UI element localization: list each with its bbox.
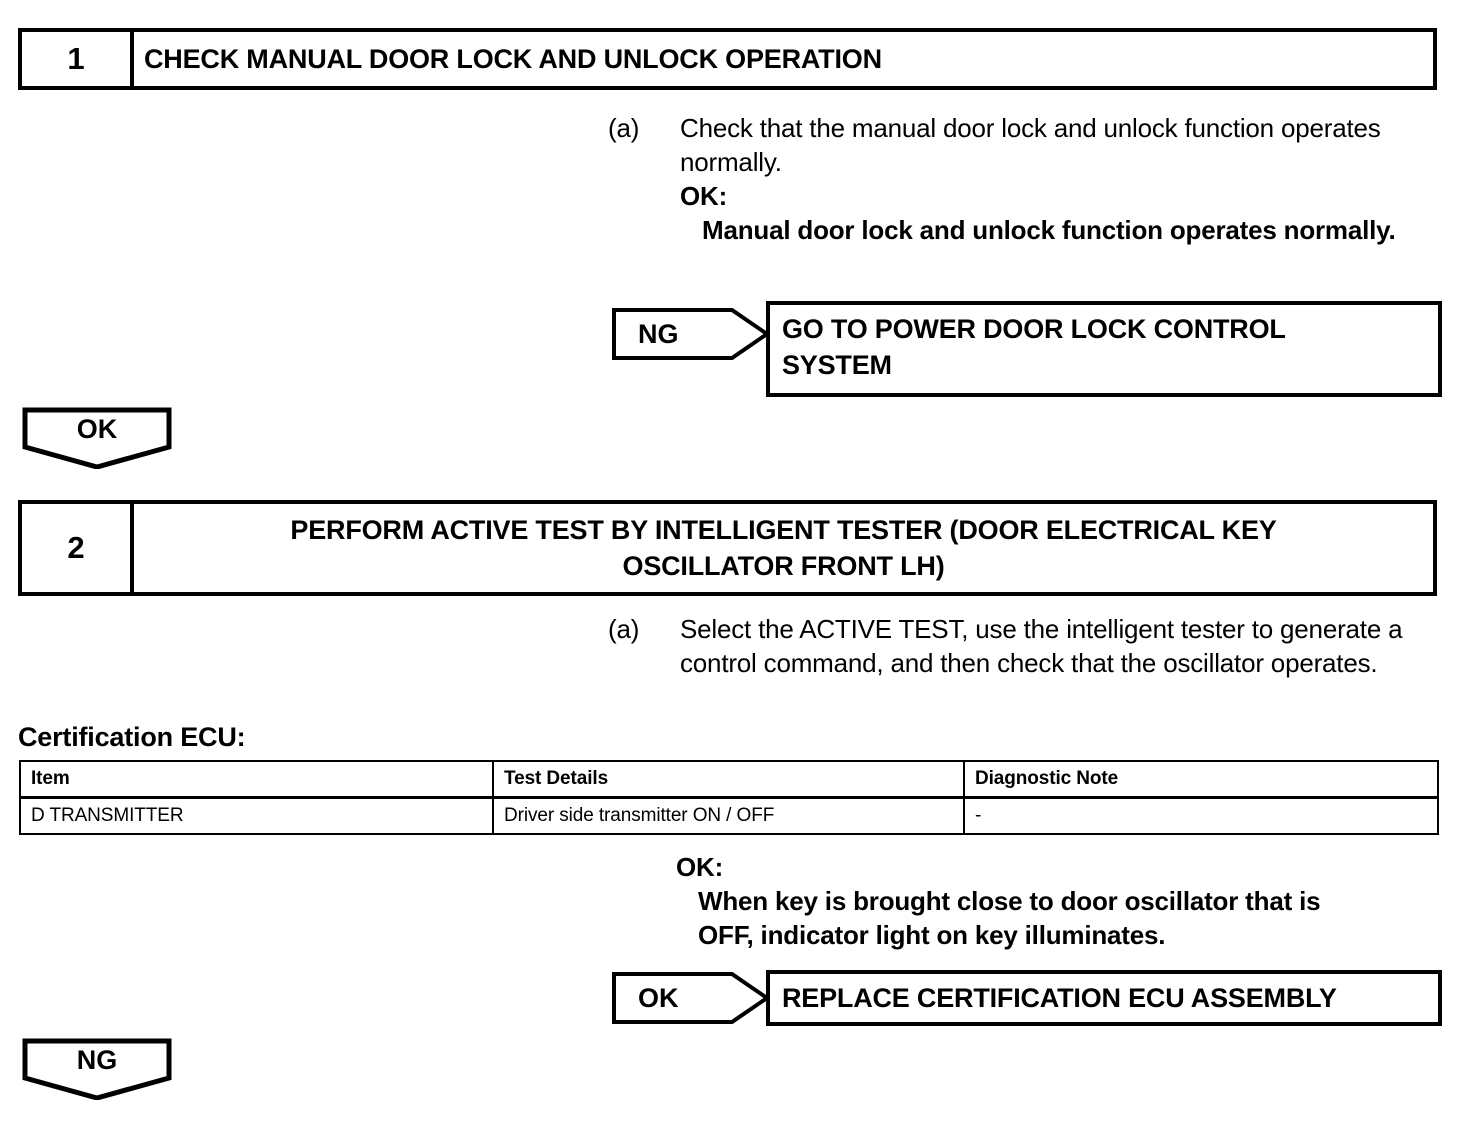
step-2-instruction-text: Select the ACTIVE TEST, use the intellig… — [680, 614, 1403, 678]
step-1-ok-flow-label: OK — [76, 413, 118, 444]
step-2-result-row: OK REPLACE CERTIFICATION ECU ASSEMBLY — [612, 970, 1442, 1028]
step-2-title-line-2: OSCILLATOR FRONT LH) — [622, 551, 945, 581]
active-test-table: Item Test Details Diagnostic Note D TRAN… — [19, 760, 1439, 835]
table-header-item: Item — [19, 760, 494, 799]
step-1-title-text: CHECK MANUAL DOOR LOCK AND UNLOCK OPERAT… — [144, 44, 882, 74]
table-header-row: Item Test Details Diagnostic Note — [19, 760, 1439, 799]
step-1-result-line-2: SYSTEM — [782, 350, 892, 380]
step-2-result-line-1: REPLACE CERTIFICATION ECU ASSEMBLY — [782, 983, 1337, 1013]
step-1-ng-arrow-tag: NG — [612, 308, 770, 360]
step-2-instruction-label: (a) — [608, 614, 640, 644]
step-2-ok-detail-line-1: When key is brought close to door oscill… — [698, 886, 1321, 916]
step-1-header: 1 CHECK MANUAL DOOR LOCK AND UNLOCK OPER… — [18, 28, 1437, 90]
step-1-ng-label: NG — [638, 318, 679, 349]
step-1-instruction-block: (a) Check that the manual door lock and … — [608, 111, 1408, 247]
step-1-ok-detail: Manual door lock and unlock function ope… — [702, 215, 1396, 245]
step-2-title-line-1: PERFORM ACTIVE TEST BY INTELLIGENT TESTE… — [290, 515, 1277, 545]
step-1-instruction-text: Check that the manual door lock and unlo… — [680, 113, 1381, 177]
step-2-result-box: REPLACE CERTIFICATION ECU ASSEMBLY — [766, 970, 1442, 1026]
step-1-ok-label: OK: — [680, 181, 728, 211]
table-caption: Certification ECU: — [18, 722, 246, 752]
table-cell-diagnostic-note: - — [963, 796, 1439, 835]
step-1-number: 1 — [22, 32, 134, 86]
step-2-ng-flow-label: NG — [76, 1044, 118, 1075]
step-1-instruction-label: (a) — [608, 113, 640, 143]
table-header-diagnostic-note: Diagnostic Note — [963, 760, 1439, 799]
step-1-ok-flow-pentagon: OK — [22, 407, 172, 469]
step-1-result-line-1: GO TO POWER DOOR LOCK CONTROL — [782, 314, 1286, 344]
step-2-ok-arrow-tag: OK — [612, 972, 770, 1024]
step-1-instruction-body: Check that the manual door lock and unlo… — [680, 111, 1408, 247]
table-row: D TRANSMITTER Driver side transmitter ON… — [19, 796, 1439, 835]
step-2-ok-label: OK: — [676, 852, 724, 882]
step-2-instruction-block: (a) Select the ACTIVE TEST, use the inte… — [608, 612, 1420, 680]
step-2-ng-flow-pentagon: NG — [22, 1038, 172, 1100]
step-2-header: 2 PERFORM ACTIVE TEST BY INTELLIGENT TES… — [18, 500, 1437, 596]
table-cell-item: D TRANSMITTER — [19, 796, 494, 835]
step-2-ok-label-tag: OK — [638, 982, 679, 1013]
step-2-number: 2 — [22, 504, 134, 592]
step-1-result-box: GO TO POWER DOOR LOCK CONTROL SYSTEM — [766, 301, 1442, 397]
step-2-instruction-body: Select the ACTIVE TEST, use the intellig… — [680, 612, 1420, 680]
step-2-ok-detail-line-2: OFF, indicator light on key illuminates. — [698, 920, 1166, 950]
step-2-ok-block: OK: When key is brought close to door os… — [676, 850, 1436, 952]
step-2-title: PERFORM ACTIVE TEST BY INTELLIGENT TESTE… — [134, 504, 1433, 592]
step-1-result-row: NG GO TO POWER DOOR LOCK CONTROL SYSTEM — [612, 301, 1442, 404]
step-1-title: CHECK MANUAL DOOR LOCK AND UNLOCK OPERAT… — [134, 32, 1433, 86]
table-cell-test-details: Driver side transmitter ON / OFF — [492, 796, 965, 835]
table-header-test-details: Test Details — [492, 760, 965, 799]
